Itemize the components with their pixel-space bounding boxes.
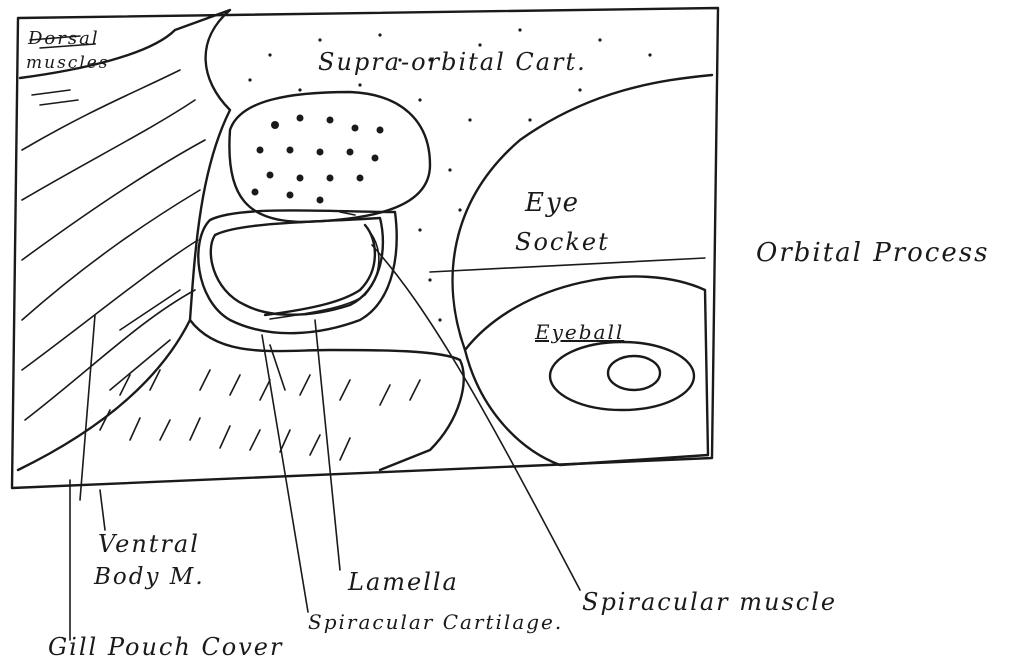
label-dorsal-muscles-1: Dorsal bbox=[28, 30, 100, 48]
eye-socket-boundary bbox=[453, 75, 712, 350]
label-lamella: Lamella bbox=[348, 570, 459, 594]
ventral-hatching bbox=[100, 370, 420, 460]
label-supra-orbital: Supra-orbital Cart. bbox=[318, 50, 587, 74]
label-gill-pouch-cover: Gill Pouch Cover bbox=[48, 635, 283, 659]
label-ventral-body-1: Ventral bbox=[98, 532, 200, 556]
label-eye-socket-1: Eye bbox=[525, 190, 580, 216]
label-orbital-process: Orbital Process bbox=[756, 240, 989, 266]
dorsal-muscle-fibers bbox=[22, 36, 205, 420]
eyeball-outer bbox=[550, 342, 694, 410]
label-eye-socket-2: Socket bbox=[515, 230, 610, 254]
ventral-region-boundary bbox=[190, 320, 464, 470]
label-eyeball: Eyeball bbox=[535, 322, 624, 342]
lamella-folds-2 bbox=[270, 232, 379, 319]
supra-orbital-lobe bbox=[229, 92, 430, 222]
label-spiracular-muscle: Spiracular muscle bbox=[582, 590, 837, 614]
lamella-folds bbox=[265, 225, 375, 315]
eyeball-boundary bbox=[465, 277, 708, 466]
label-spiracular-cartilage: Spiracular Cartilage. bbox=[308, 612, 563, 632]
eyeball-pupil bbox=[608, 356, 660, 390]
lobe-dots bbox=[252, 115, 384, 204]
label-dorsal-muscles-2: muscles bbox=[26, 55, 110, 72]
frame-border bbox=[12, 8, 718, 488]
label-ventral-body-2: Body M. bbox=[94, 566, 205, 589]
